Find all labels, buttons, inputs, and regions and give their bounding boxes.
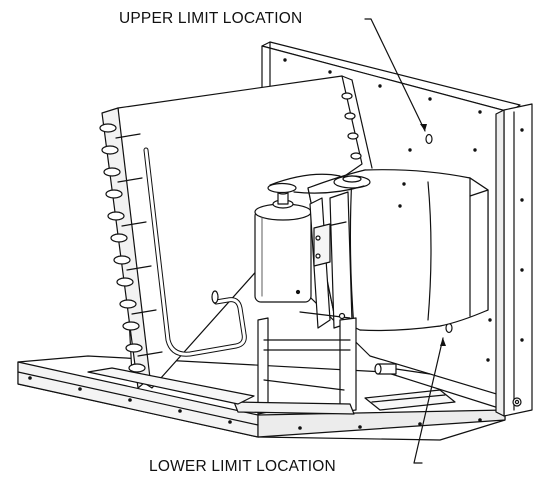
motor-mount [88,192,356,414]
side-frame [496,104,532,416]
lower-limit-location-label: LOWER LIMIT LOCATION [149,458,336,475]
drain-fitting [375,364,430,374]
leader-lines [365,19,446,463]
blower-housing [308,170,488,331]
upper-limit-location-label: UPPER LIMIT LOCATION [119,10,303,27]
lower-leader-line [414,338,443,463]
blower-motor [255,190,311,302]
evaporator-coil [100,76,372,388]
pulley-belt [268,174,370,193]
upper-limit-switch [426,135,432,144]
upper-leader-line [365,19,425,131]
